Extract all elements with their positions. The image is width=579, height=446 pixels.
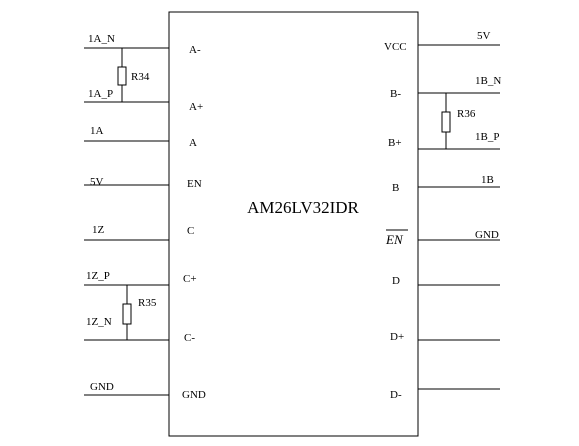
pin-label-b-plus: B+: [388, 137, 402, 149]
net-label-1b: 1B: [481, 174, 494, 186]
pin-label-vcc: VCC: [384, 41, 407, 53]
resistor-label-r35: R35: [138, 297, 157, 309]
pin-label-c-plus: C+: [183, 273, 197, 285]
ic-part-number: AM26LV32IDR: [247, 198, 359, 217]
pin-label-a-minus: A-: [189, 44, 201, 56]
resistor-label-r34: R34: [131, 71, 150, 83]
net-label-1z: 1Z: [92, 224, 105, 236]
resistor-label-r36: R36: [457, 108, 476, 120]
ic-body: [168, 11, 419, 437]
resistor-r34: [117, 66, 127, 86]
net-label-5v-right: 5V: [477, 30, 491, 42]
pin-label-b-minus: B-: [390, 88, 401, 100]
net-label-1z-p: 1Z_P: [86, 270, 110, 282]
pin-label-d-plus: D+: [390, 331, 404, 343]
net-label-gnd-right: GND: [475, 229, 499, 241]
pin-label-gnd-left: GND: [182, 389, 206, 401]
resistor-r35: [122, 303, 132, 325]
net-label-1b-n: 1B_N: [475, 75, 501, 87]
pin-label-a-plus: A+: [189, 101, 203, 113]
net-label-gnd-left: GND: [90, 381, 114, 393]
net-label-1a-p: 1A_P: [88, 88, 113, 100]
pin-label-d: D: [392, 275, 400, 287]
pin-label-b: B: [392, 182, 399, 194]
net-label-1a: 1A: [90, 125, 104, 137]
net-label-1a-n: 1A_N: [88, 33, 115, 45]
pin-label-en-bar: EN: [385, 232, 404, 247]
pin-label-c: C: [187, 225, 194, 237]
pin-label-en: EN: [187, 178, 202, 190]
pin-label-a: A: [189, 137, 197, 149]
net-label-1b-p: 1B_P: [475, 131, 499, 143]
pin-label-d-minus: D-: [390, 389, 402, 401]
pin-label-c-minus: C-: [184, 332, 195, 344]
net-label-1z-n: 1Z_N: [86, 316, 112, 328]
net-label-5v-left: 5V: [90, 176, 104, 188]
resistor-r36: [441, 111, 451, 133]
